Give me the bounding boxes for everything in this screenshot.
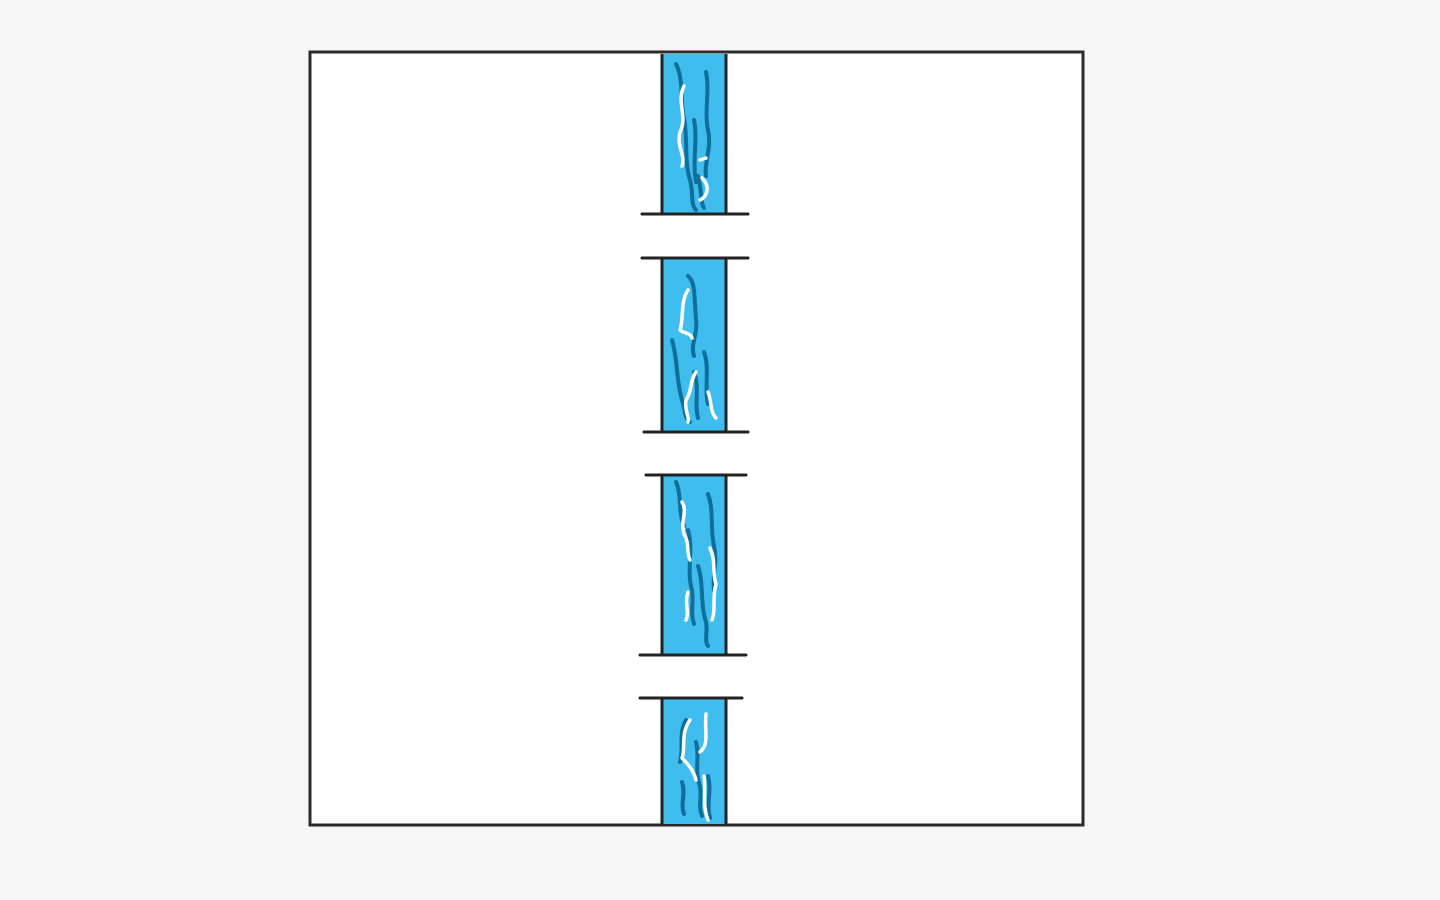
water-tile [662, 698, 726, 824]
water-current-dark [694, 740, 704, 818]
water-current-light [706, 390, 718, 420]
water-current-dark [680, 780, 686, 816]
water-current-light [684, 590, 690, 622]
water-current-light [702, 774, 710, 822]
water-current-dark [702, 350, 710, 406]
water-current-dark [692, 118, 698, 184]
water-current-dark [696, 564, 710, 648]
water-current-light [678, 288, 694, 340]
river-segment [660, 698, 728, 824]
water-current-dark [686, 274, 699, 358]
water-current-light [698, 156, 708, 162]
river [638, 54, 750, 824]
water-current-light [698, 176, 709, 202]
water-current-light [677, 84, 686, 168]
water-current-dark [686, 528, 696, 626]
water-current-light [698, 712, 708, 754]
water-current-light [680, 500, 692, 562]
river-segment [660, 54, 728, 214]
river-segment [660, 258, 728, 432]
water-current-light [708, 546, 718, 622]
water-current-light [683, 370, 698, 424]
water-current-dark [706, 774, 712, 820]
river-segment [660, 475, 728, 655]
water-current-dark [703, 70, 712, 178]
water-current-light [680, 718, 698, 782]
water-current-dark [696, 174, 706, 210]
